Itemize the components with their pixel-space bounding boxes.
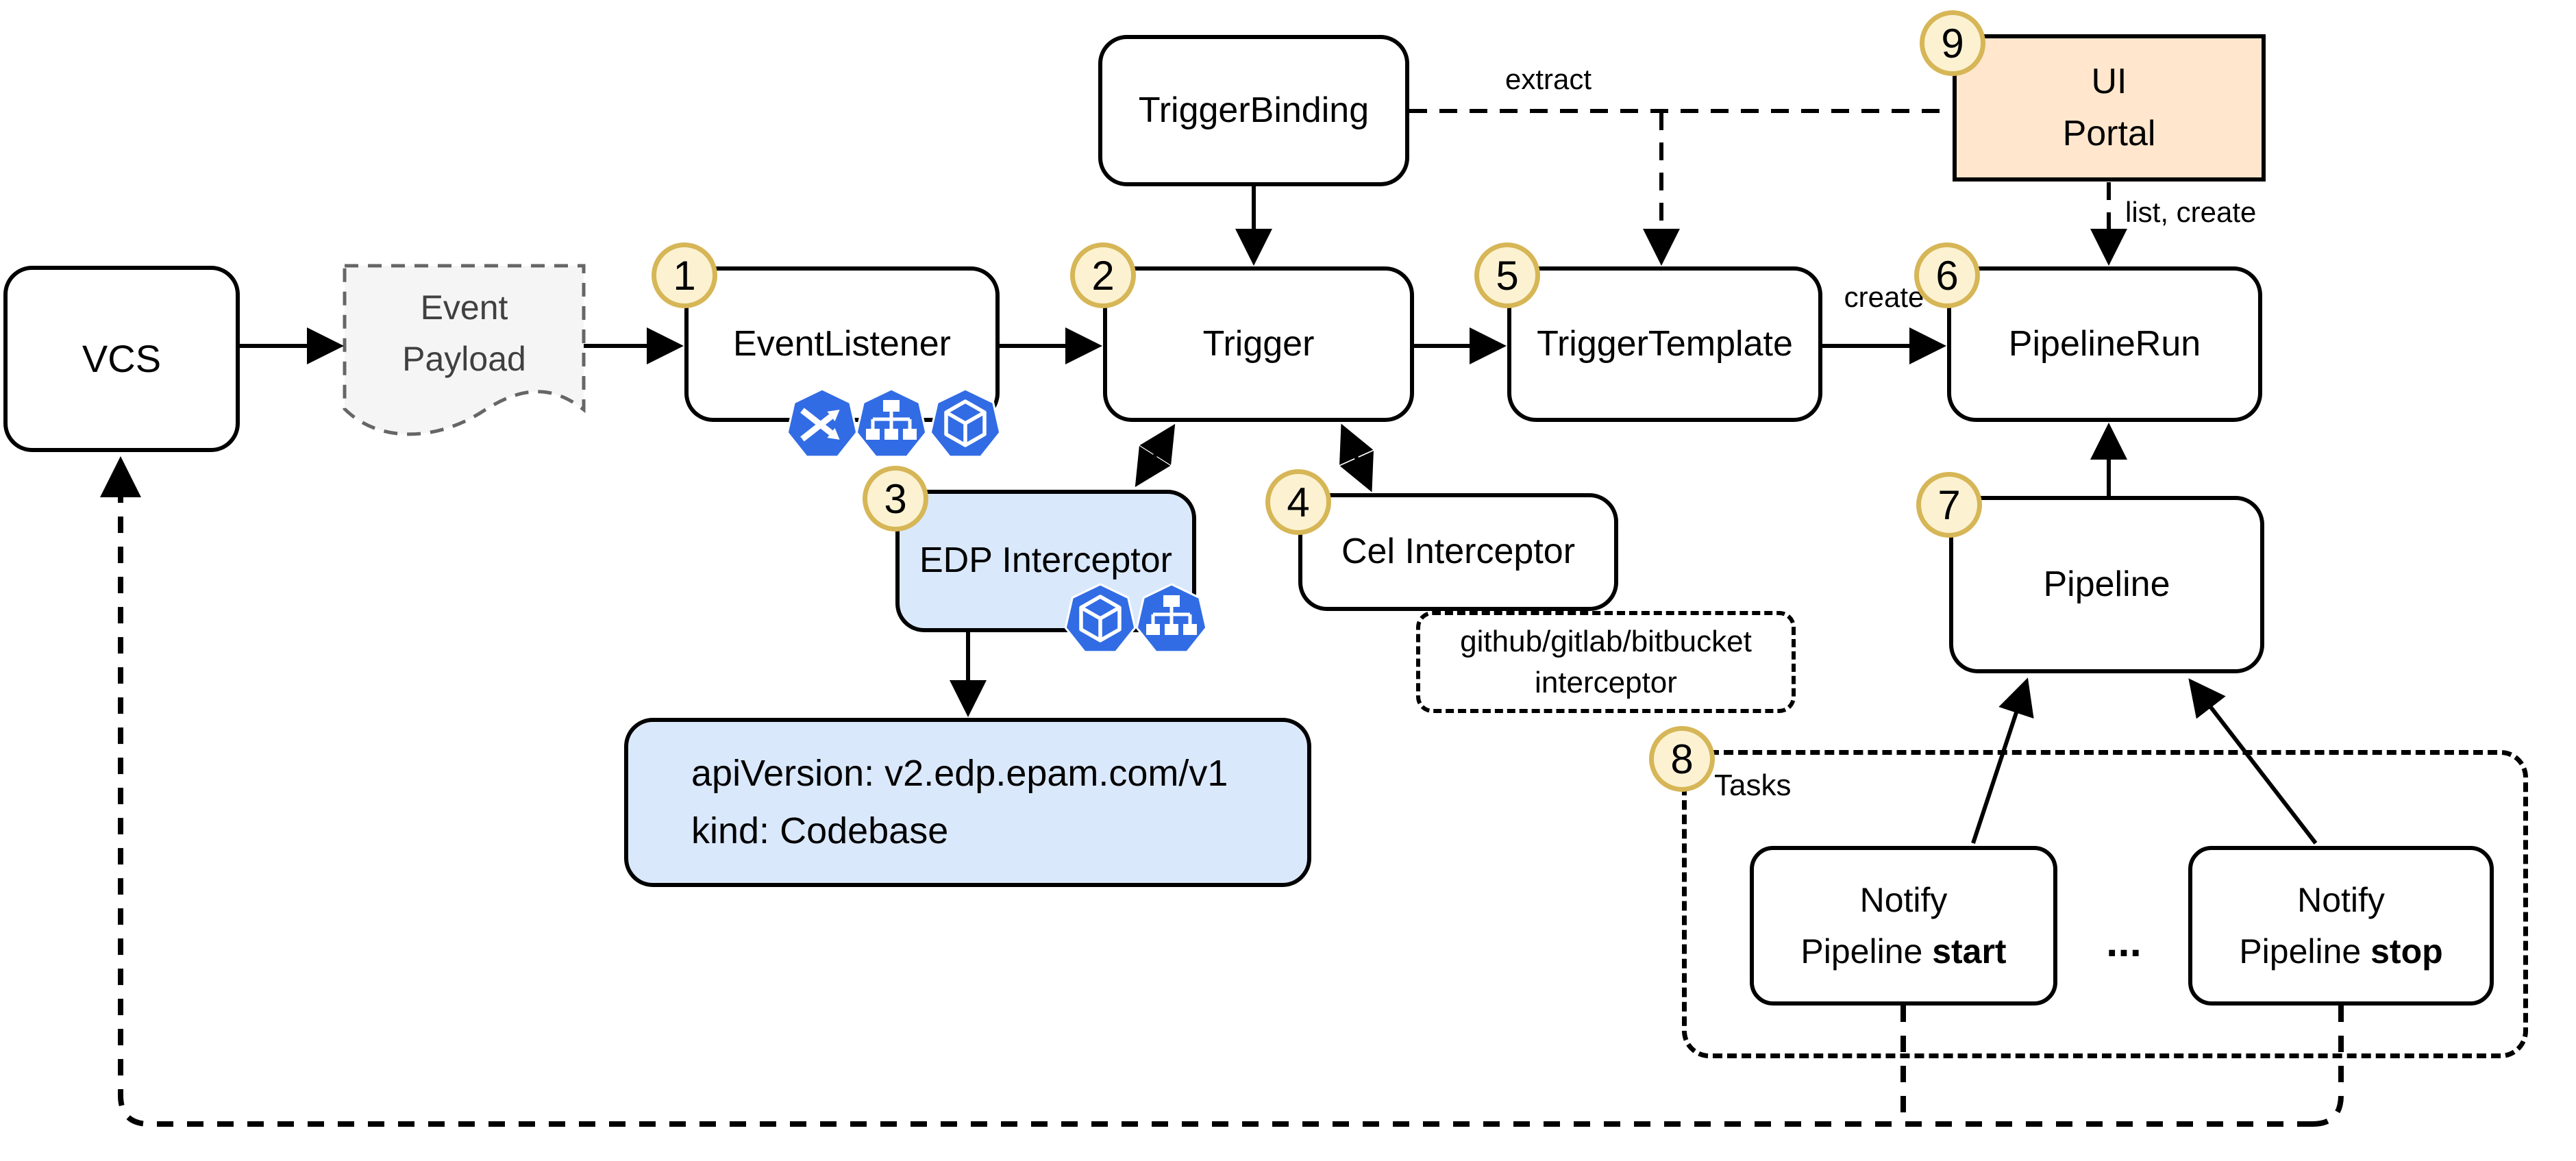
codebase-line1: apiVersion: v2.edp.epam.com/v1 <box>691 752 1228 794</box>
node-pipeline: Pipeline <box>1949 496 2264 673</box>
ui-portal-line1: UI <box>2091 62 2127 102</box>
event-payload-line2: Payload <box>402 340 526 378</box>
edge-trigger-edpinterceptor-bidirectional <box>1135 423 1176 488</box>
badge-4: 4 <box>1265 469 1331 535</box>
node-eventlistener: EventListener <box>684 266 1000 422</box>
k8s-pod-icon <box>1064 583 1137 653</box>
codebase-line2: kind: Codebase <box>691 810 949 851</box>
badge-7: 7 <box>1916 472 1982 538</box>
cel-interceptor-label: Cel Interceptor <box>1341 532 1576 572</box>
node-notify-pipeline-stop: Notify Pipeline stop <box>2188 846 2494 1006</box>
notify-start-line2-bold: start <box>1932 932 2007 971</box>
triggerbinding-label: TriggerBinding <box>1138 90 1370 130</box>
node-pipelinerun: PipelineRun <box>1947 266 2262 422</box>
notify-stop-line2: Pipeline stop <box>2239 926 2442 977</box>
edge-notifystop-feedback-down <box>2312 1006 2344 1127</box>
k8s-crossed-arrows-icon <box>786 388 858 458</box>
k8s-hierarchy-icon <box>855 388 928 458</box>
node-cel-interceptor: Cel Interceptor <box>1298 493 1618 611</box>
tasks-group-label: Tasks <box>1714 769 1792 802</box>
badge-3: 3 <box>863 466 928 532</box>
node-github-gitlab-bitbucket-interceptor: github/gitlab/bitbucket interceptor <box>1416 611 1796 713</box>
node-event-payload-label: Event Payload <box>345 282 584 385</box>
edge-notifystop-to-pipeline <box>2188 678 2318 845</box>
edp-interceptor-label: EDP Interceptor <box>919 540 1172 581</box>
group-tasks <box>1682 750 2528 1058</box>
k8s-hierarchy-icon <box>1135 583 1208 653</box>
event-payload-shape <box>343 264 586 436</box>
notify-stop-line2-prefix: Pipeline <box>2239 932 2371 971</box>
edge-label-list-create: list, create <box>2125 196 2257 228</box>
notify-start-line2-prefix: Pipeline <box>1800 932 1933 971</box>
event-payload-line1: Event <box>420 288 508 327</box>
edge-label-create: create <box>1844 281 1924 313</box>
notify-start-line1: Notify <box>1859 880 1948 919</box>
notify-stop-line1: Notify <box>2297 880 2385 919</box>
triggertemplate-label: TriggerTemplate <box>1537 323 1793 364</box>
node-trigger: Trigger <box>1103 266 1414 422</box>
node-triggertemplate: TriggerTemplate <box>1507 266 1822 422</box>
k8s-pod-icon <box>929 388 1002 458</box>
badge-9: 9 <box>1920 10 1985 76</box>
ui-portal-line2: Portal <box>2062 113 2156 153</box>
node-codebase-resource: apiVersion: v2.edp.epam.com/v1 kind: Cod… <box>624 718 1311 887</box>
notify-start-line2: Pipeline start <box>1800 926 2006 977</box>
tasks-ellipsis: ... <box>2106 919 2142 966</box>
vcs-label: VCS <box>82 337 162 381</box>
pipelinerun-label: PipelineRun <box>2008 323 2201 364</box>
github-interceptor-line1: github/gitlab/bitbucket <box>1460 625 1752 659</box>
github-interceptor-line2: interceptor <box>1535 665 1677 699</box>
eventlistener-label: EventListener <box>733 323 951 364</box>
badge-2: 2 <box>1070 242 1136 308</box>
badge-6: 6 <box>1914 242 1980 308</box>
badge-5: 5 <box>1474 242 1540 308</box>
node-triggerbinding: TriggerBinding <box>1098 35 1409 186</box>
edge-notifystart-to-pipeline <box>1971 677 2034 844</box>
edge-feedback-to-vcs <box>100 456 2314 1127</box>
badge-1: 1 <box>652 242 717 308</box>
edge-label-extract: extract <box>1504 63 1592 95</box>
node-notify-pipeline-start: Notify Pipeline start <box>1750 846 2057 1006</box>
node-vcs: VCS <box>3 266 240 452</box>
edge-trigger-celinterceptor-bidirectional <box>1339 423 1374 492</box>
notify-stop-line2-bold: stop <box>2370 932 2443 971</box>
pipeline-label: Pipeline <box>2043 564 2170 604</box>
badge-8: 8 <box>1649 726 1715 792</box>
trigger-label: Trigger <box>1202 323 1315 364</box>
node-ui-portal: UI Portal <box>1953 34 2266 182</box>
